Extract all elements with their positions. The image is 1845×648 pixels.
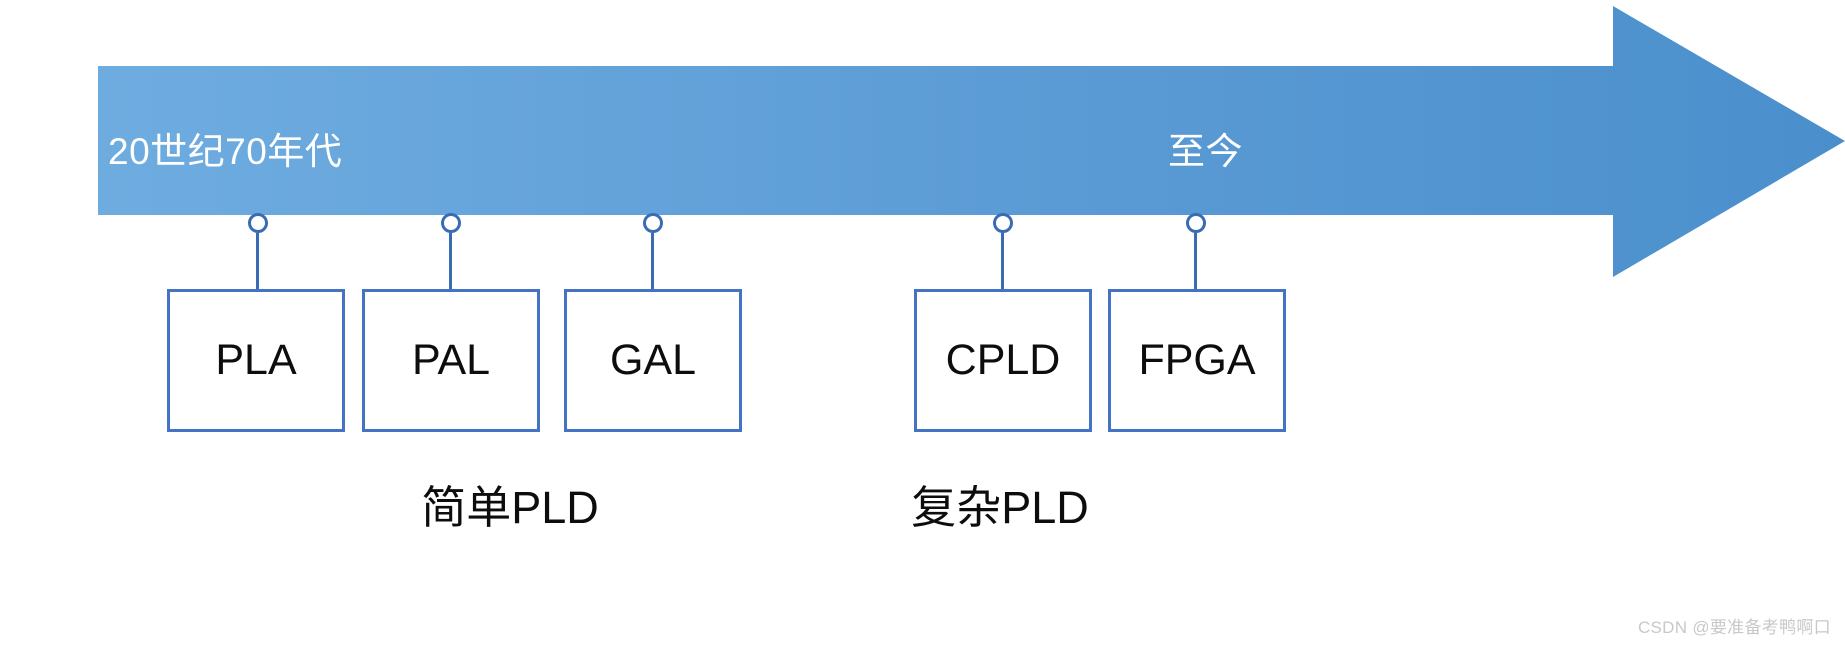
timeline-start-label: 20世纪70年代 (108, 131, 343, 172)
node-label-gal: GAL (609, 336, 697, 384)
csdn-watermark: CSDN @要准备考鸭啊口 (1637, 618, 1831, 637)
group-caption-simple-pld: 简单PLD (421, 482, 599, 533)
node-label-cpld: CPLD (945, 336, 1061, 384)
node-box-pla[interactable]: PLA (167, 289, 345, 432)
leader-line-cpld (1001, 233, 1004, 290)
node-box-pal[interactable]: PAL (362, 289, 540, 432)
leader-line-gal (651, 233, 654, 290)
timeline-end-label: 至今 (1168, 131, 1243, 172)
timeline-marker-pal[interactable] (441, 213, 461, 233)
leader-line-fpga (1194, 233, 1197, 290)
arrow-shape (98, 6, 1845, 277)
group-caption-complex-pld: 复杂PLD (911, 482, 1089, 533)
node-label-pal: PAL (411, 336, 491, 384)
node-box-fpga[interactable]: FPGA (1108, 289, 1286, 432)
timeline-marker-fpga[interactable] (1186, 213, 1206, 233)
node-box-cpld[interactable]: CPLD (914, 289, 1092, 432)
timeline-marker-cpld[interactable] (993, 213, 1013, 233)
node-label-fpga: FPGA (1138, 336, 1256, 384)
node-label-pla: PLA (215, 336, 297, 384)
timeline-marker-pla[interactable] (248, 213, 268, 233)
node-box-gal[interactable]: GAL (564, 289, 742, 432)
leader-line-pal (449, 233, 452, 290)
timeline-marker-gal[interactable] (643, 213, 663, 233)
leader-line-pla (256, 233, 259, 290)
